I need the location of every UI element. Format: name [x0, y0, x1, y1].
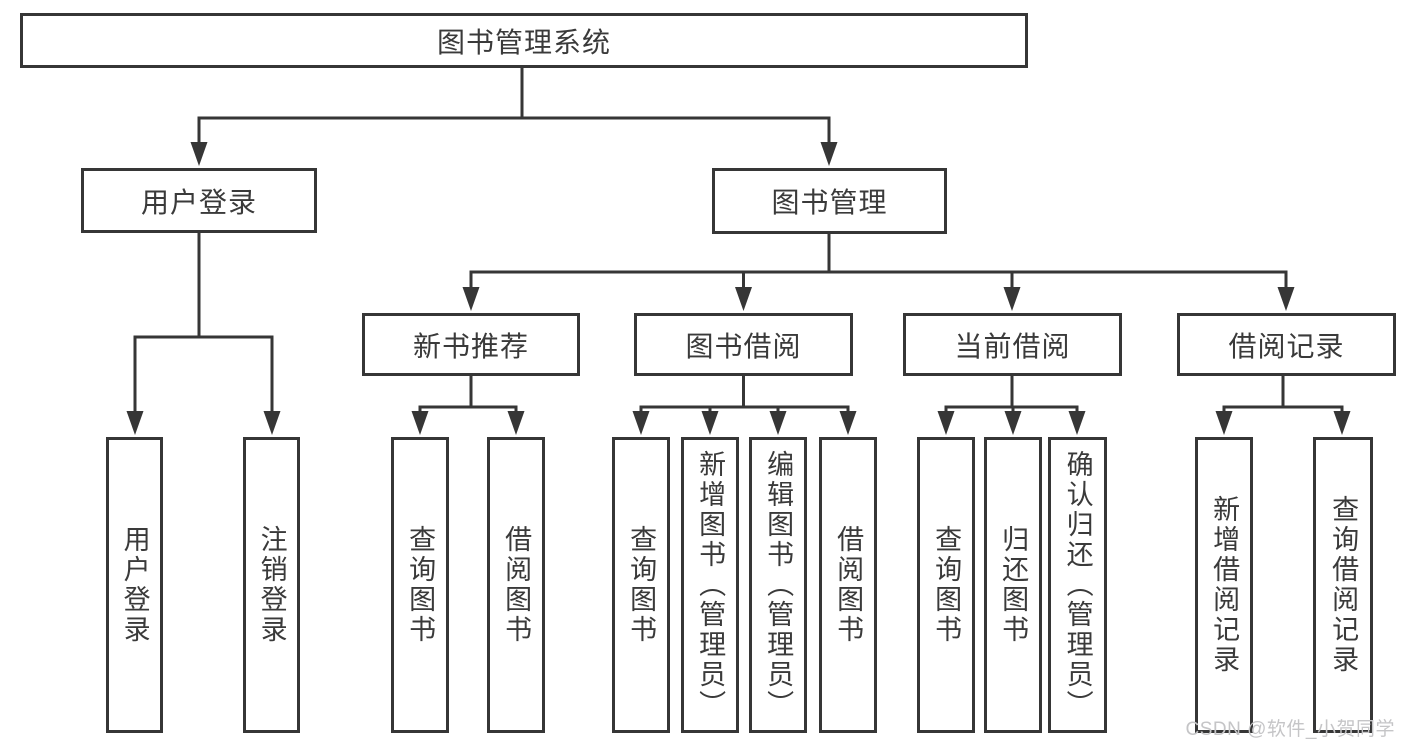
leaf-add-borrow-record: 新增借阅记录 [1195, 437, 1253, 733]
leaf-add-book-admin-label: 新增图书（管理员） [695, 450, 726, 720]
leaf-add-book-admin: 新增图书（管理员） [681, 437, 739, 733]
leaf-edit-book-admin: 编辑图书（管理员） [749, 437, 807, 733]
leaf-borrow-books-recommend: 借阅图书 [487, 437, 545, 733]
csdn-watermark: CSDN @软件_小贺同学 [1185, 719, 1395, 740]
leaf-edit-book-admin-label: 编辑图书（管理员） [763, 450, 794, 720]
leaf-confirm-return-admin: 确认归还（管理员） [1048, 437, 1107, 733]
leaf-borrow-books-borrowing: 借阅图书 [819, 437, 877, 733]
leaf-query-books-recommend: 查询图书 [391, 437, 449, 733]
leaf-query-books-recommend-label: 查询图书 [405, 525, 436, 645]
leaf-borrow-books-borrowing-label: 借阅图书 [833, 525, 864, 645]
leaf-query-books-borrowing-label: 查询图书 [626, 525, 657, 645]
leaf-query-books-borrowing: 查询图书 [612, 437, 670, 733]
leaf-borrow-books-recommend-label: 借阅图书 [501, 525, 532, 645]
node-library-management-system: 图书管理系统 [20, 13, 1028, 68]
node-user-login: 用户登录 [81, 168, 317, 233]
leaf-confirm-return-admin-label: 确认归还（管理员） [1062, 450, 1093, 720]
node-borrowing-records: 借阅记录 [1177, 313, 1396, 376]
leaf-logout-label: 注销登录 [256, 525, 287, 645]
leaf-query-books-current: 查询图书 [917, 437, 975, 733]
leaf-return-book: 归还图书 [984, 437, 1042, 733]
leaf-user-login: 用户登录 [106, 437, 163, 733]
leaf-add-borrow-record-label: 新增借阅记录 [1209, 495, 1240, 675]
leaf-user-login-label: 用户登录 [119, 525, 150, 645]
leaf-query-borrow-record-label: 查询借阅记录 [1328, 495, 1359, 675]
leaf-query-borrow-record: 查询借阅记录 [1313, 437, 1373, 733]
leaf-return-book-label: 归还图书 [998, 525, 1029, 645]
leaf-query-books-current-label: 查询图书 [931, 525, 962, 645]
node-book-borrowing: 图书借阅 [634, 313, 853, 376]
node-new-book-recommend: 新书推荐 [362, 313, 580, 376]
node-current-borrowing: 当前借阅 [903, 313, 1122, 376]
leaf-logout: 注销登录 [243, 437, 300, 733]
node-book-management: 图书管理 [712, 168, 947, 234]
